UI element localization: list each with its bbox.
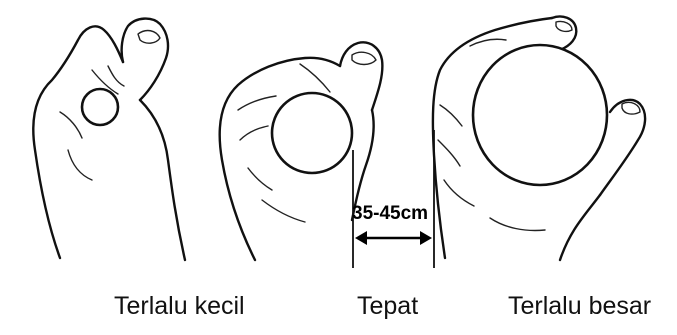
middle-hand-icon	[220, 42, 383, 260]
left-hand-icon	[33, 19, 185, 260]
caption-too-small: Terlalu kecil	[114, 292, 245, 321]
large-ball	[473, 45, 607, 185]
dimension-arrow-icon	[353, 130, 434, 268]
measurement-label: 35-45cm	[352, 203, 428, 225]
medium-ball	[272, 93, 352, 173]
caption-too-large: Terlalu besar	[508, 292, 651, 321]
caption-correct: Tepat	[357, 292, 418, 321]
right-hand-icon	[433, 16, 645, 260]
small-ball	[82, 89, 118, 125]
